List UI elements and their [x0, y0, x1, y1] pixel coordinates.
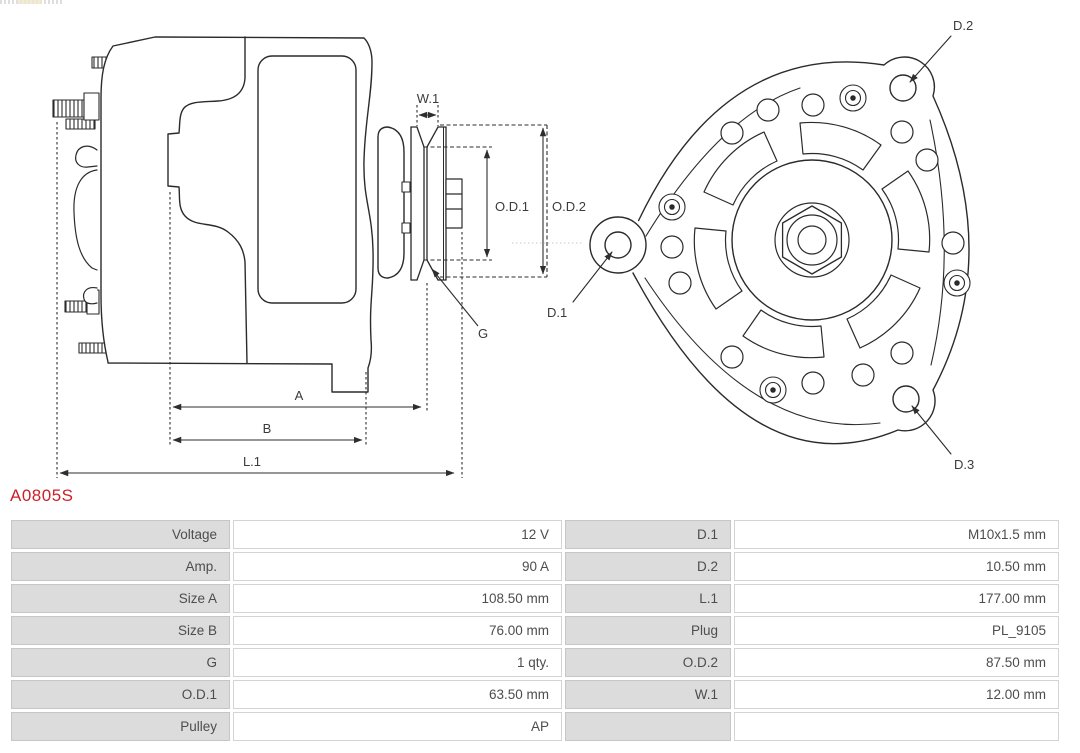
spec-value-cell — [734, 712, 1059, 741]
alternator-body-outline — [100, 36, 374, 393]
rear-housing-outline — [257, 55, 357, 304]
hole-d1 — [604, 231, 632, 259]
label-d1: D.1 — [547, 305, 567, 320]
drawing-labels: W.1 O.D.1 O.D.2 G A B L.1 D.1 D.2 D.3 — [243, 18, 974, 472]
spec-label-cell: O.D.2 — [565, 648, 731, 677]
spec-value-cell: 12 V — [233, 520, 562, 549]
rear-view-drawing — [572, 35, 971, 455]
label-a: A — [295, 388, 304, 403]
spec-label-cell: Size B — [11, 616, 230, 645]
spec-value-cell: PL_9105 — [734, 616, 1059, 645]
label-l1: L.1 — [243, 454, 261, 469]
table-row: G 1 qty. O.D.2 87.50 mm — [11, 648, 1059, 677]
front-housing-profile — [167, 36, 248, 364]
spec-value-cell: 1 qty. — [233, 648, 562, 677]
spec-label-cell: Plug — [565, 616, 731, 645]
label-d3: D.3 — [954, 457, 974, 472]
spec-label-cell: W.1 — [565, 680, 731, 709]
part-number-title: A0805S — [10, 486, 74, 505]
table-row: Size B 76.00 mm Plug PL_9105 — [11, 616, 1059, 645]
spec-value-cell: 87.50 mm — [734, 648, 1059, 677]
table-row: Amp. 90 A D.2 10.50 mm — [11, 552, 1059, 581]
spec-value-cell: 76.00 mm — [233, 616, 562, 645]
label-od2: O.D.2 — [552, 199, 586, 214]
clipped-watermark-tint — [18, 0, 42, 4]
spec-table: Voltage 12 V D.1 M10x1.5 mm Amp. 90 A D.… — [8, 517, 1062, 744]
spec-value-cell: 63.50 mm — [233, 680, 562, 709]
spec-label-cell: G — [11, 648, 230, 677]
spec-value-cell: 177.00 mm — [734, 584, 1059, 613]
terminal-outline — [73, 145, 98, 305]
spec-value-cell: 12.00 mm — [734, 680, 1059, 709]
spec-label-cell: L.1 — [565, 584, 731, 613]
label-od1: O.D.1 — [495, 199, 529, 214]
spec-value-cell: 90 A — [233, 552, 562, 581]
spec-value-cell: 108.50 mm — [233, 584, 562, 613]
spec-value-cell: AP — [233, 712, 562, 741]
table-row: Pulley AP — [11, 712, 1059, 741]
table-row: Voltage 12 V D.1 M10x1.5 mm — [11, 520, 1059, 549]
bearing-boss-outline — [377, 126, 405, 279]
label-b: B — [263, 421, 272, 436]
table-row: O.D.1 63.50 mm W.1 12.00 mm — [11, 680, 1059, 709]
spec-label-cell: D.1 — [565, 520, 731, 549]
label-d2: D.2 — [953, 18, 973, 33]
spec-label-cell: D.2 — [565, 552, 731, 581]
spec-value-cell: 10.50 mm — [734, 552, 1059, 581]
hub-and-nut — [731, 159, 893, 321]
spec-label-cell: Amp. — [11, 552, 230, 581]
hole-d3 — [892, 385, 920, 413]
label-g: G — [478, 326, 488, 341]
side-view-drawing — [52, 36, 463, 393]
hole-d2 — [889, 74, 917, 102]
table-row: Size A 108.50 mm L.1 177.00 mm — [11, 584, 1059, 613]
label-w1: W.1 — [417, 91, 439, 106]
spec-label-cell: Pulley — [11, 712, 230, 741]
spec-label-cell — [565, 712, 731, 741]
side-view-dimensions — [56, 105, 584, 478]
spec-value-cell: M10x1.5 mm — [734, 520, 1059, 549]
spec-label-cell: O.D.1 — [11, 680, 230, 709]
spec-label-cell: Size A — [11, 584, 230, 613]
shaft-end-outline — [445, 178, 463, 229]
technical-drawing: W.1 O.D.1 O.D.2 G A B L.1 D.1 D.2 D.3 — [52, 18, 974, 478]
spec-label-cell: Voltage — [11, 520, 230, 549]
fan-slots — [693, 121, 931, 359]
pulley-outline — [410, 126, 447, 281]
through-bolts — [658, 84, 971, 404]
vent-holes — [660, 93, 965, 395]
